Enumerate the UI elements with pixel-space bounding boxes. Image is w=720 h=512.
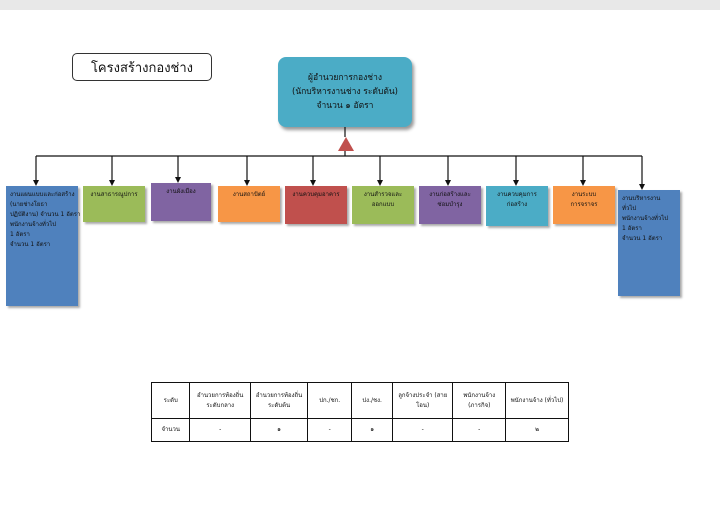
connector-arrow-7 — [445, 180, 451, 186]
unit-5-line-1: งานควบคุมอาคาร — [292, 191, 340, 198]
unit-1-line-5: 1 อัตรา — [10, 231, 30, 238]
table-value-cell-3: - — [307, 418, 353, 442]
unit-4-line-1: งานสถาปัตย์ — [232, 191, 266, 198]
unit-9-line-2: การจราจร — [570, 201, 598, 208]
table-value-cell-2: ๑ — [249, 418, 309, 442]
table-value-cell-4: ๑ — [351, 418, 394, 442]
connector-arrow-5 — [310, 180, 316, 186]
unit-box-3: งานผังเมือง — [151, 183, 211, 221]
table-header-cell-6: ลูกจ้างประจำ (สายโอน) — [392, 382, 454, 419]
table-header-cell-3: อำนวยการท้องถิ่น ระดับต้น — [249, 382, 309, 419]
connector-arrow-8 — [513, 180, 519, 186]
unit-box-5: งานควบคุมอาคาร — [285, 186, 347, 224]
connector-arrow-10 — [639, 184, 645, 190]
table-value-cell-7: ๒ — [505, 418, 569, 442]
unit-7-line-1: งานก่อสร้างและ — [429, 191, 471, 198]
connector-arrow-6 — [377, 180, 383, 186]
connector-arrow-3 — [175, 177, 181, 183]
unit-1-line-2: (นายช่างโยธา — [10, 201, 48, 208]
staffing-table-header-row: ระดับอำนวยการท้องถิ่น ระดับกลางอำนวยการท… — [150, 382, 569, 419]
table-header-cell-1: ระดับ — [150, 382, 191, 419]
unit-9-line-1: งานระบบ — [571, 191, 597, 198]
connector-arrow-4 — [244, 180, 250, 186]
unit-box-7: งานก่อสร้างและซ่อมบำรุง — [419, 186, 481, 224]
table-value-cell-1: - — [189, 418, 251, 442]
unit-box-4: งานสถาปัตย์ — [218, 186, 280, 222]
unit-box-9: งานระบบการจราจร — [553, 186, 615, 224]
unit-box-10: งานบริหารงานทั่วไปพนักงานจ้างทั่วไป 1 อัต… — [618, 190, 680, 296]
unit-6-line-1: งานสำรวจและ — [363, 191, 403, 198]
unit-1-line-3: ปฏิบัติงาน) จำนวน 1 อัตรา — [10, 211, 81, 218]
connector-arrow-2 — [109, 180, 115, 186]
connector-arrow-1 — [33, 180, 39, 186]
unit-box-1: งานแผนแบบและก่อสร้าง (นายช่างโยธาปฏิบัติง… — [6, 186, 81, 306]
unit-10-line-4: 1 อัตรา — [622, 225, 642, 232]
table-value-cell-6: - — [452, 418, 507, 442]
unit-box-8: งานควบคุมการก่อสร้าง — [486, 186, 548, 226]
table-value-cell-5: - — [392, 418, 454, 442]
unit-6-line-2: ออกแบบ — [371, 201, 395, 208]
table-row-label: จำนวน — [150, 418, 191, 442]
top-bar — [0, 0, 720, 10]
unit-10-line-1: งานบริหารงาน — [622, 195, 661, 202]
head-line-1: ผู้อำนวยการกองช่าง — [307, 73, 382, 83]
table-header-cell-2: อำนวยการท้องถิ่น ระดับกลาง — [189, 382, 251, 419]
unit-10-line-5: จำนวน 1 อัตรา — [622, 235, 663, 242]
connector-arrow-9 — [580, 180, 586, 186]
unit-10-line-3: พนักงานจ้างทั่วไป — [622, 215, 669, 222]
unit-8-line-2: ก่อสร้าง — [506, 201, 528, 208]
table-header-cell-7: พนักงานจ้าง (ภารกิจ) — [452, 382, 507, 419]
table-header-cell-4: ปก./ชก. — [307, 382, 353, 419]
unit-8-line-1: งานควบคุมการ — [497, 191, 537, 198]
unit-2-line-1: งานสาธารณูปการ — [90, 191, 138, 198]
unit-10-line-2: ทั่วไป — [622, 205, 637, 212]
staffing-table: ระดับอำนวยการท้องถิ่น ระดับกลางอำนวยการท… — [150, 382, 569, 442]
diagram-title: โครงสร้างกองช่าง — [72, 53, 212, 81]
unit-box-6: งานสำรวจและออกแบบ — [352, 186, 414, 224]
unit-box-2: งานสาธารณูปการ — [83, 186, 145, 222]
table-header-cell-8: พนักงานจ้าง (ทั่วไป) — [505, 382, 569, 419]
unit-1-line-1: งานแผนแบบและก่อสร้าง — [10, 191, 75, 198]
triangle-marker — [338, 137, 354, 151]
staffing-table-count-row: จำนวน-๑-๑--๒ — [150, 418, 569, 442]
unit-1-line-6: จำนวน 1 อัตรา — [10, 241, 51, 248]
head-line-2: (นักบริหารงานช่าง ระดับต้น) — [292, 87, 398, 97]
diagram-title-text: โครงสร้างกองช่าง — [90, 60, 194, 76]
unit-7-line-2: ซ่อมบำรุง — [437, 201, 463, 208]
unit-3-line-1: งานผังเมือง — [166, 188, 196, 195]
connector-drops — [33, 156, 645, 190]
head-line-3: จำนวน ๑ อัตรา — [316, 101, 374, 111]
unit-1-line-4: พนักงานจ้างทั่วไป — [10, 221, 57, 228]
table-header-cell-5: ปง./ชง. — [351, 382, 394, 419]
division-head-box: ผู้อำนวยการกองช่าง (นักบริหารงานช่าง ระด… — [278, 57, 412, 127]
